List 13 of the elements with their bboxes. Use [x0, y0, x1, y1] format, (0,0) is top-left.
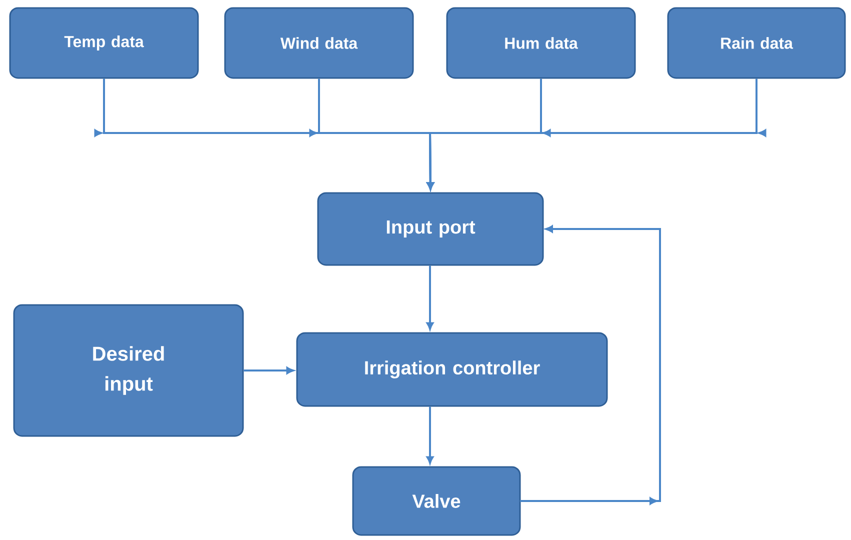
process-box: Input port — [317, 192, 544, 266]
process-box: Hum data — [446, 7, 636, 79]
process-box: Rain data — [667, 7, 846, 79]
process-box: Wind data — [224, 7, 414, 79]
process-box: Valve — [352, 466, 521, 536]
arrow — [426, 406, 434, 464]
arrow — [520, 225, 661, 505]
arrow — [244, 366, 294, 374]
process-box: Temp data — [9, 7, 199, 79]
arrow — [426, 266, 434, 330]
process-box: Irrigation controller — [296, 332, 608, 407]
process-box: Desired input — [13, 304, 244, 437]
arrow — [426, 78, 766, 190]
